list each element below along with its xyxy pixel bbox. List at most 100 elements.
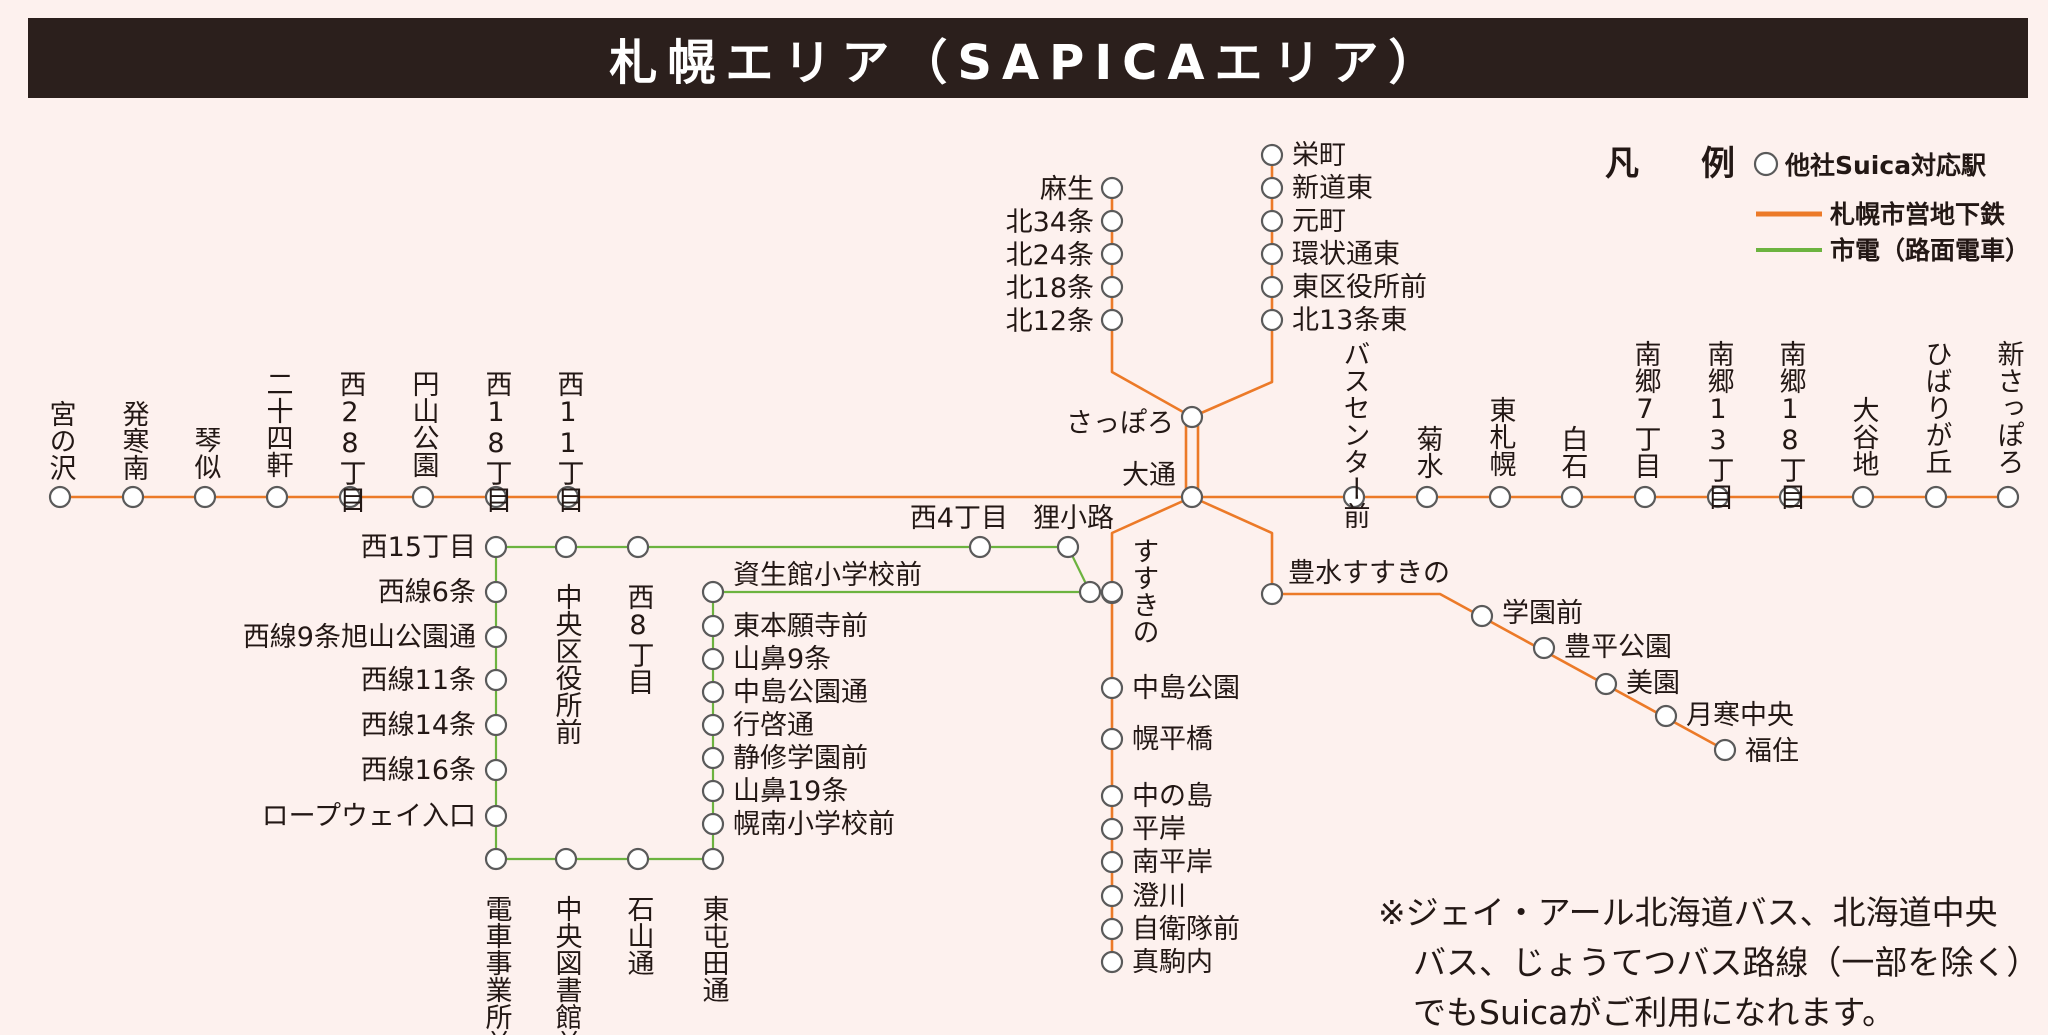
station-marker-shiseikan-west [701,580,725,604]
station-label-nango13: 南郷13丁目 [1703,340,1734,510]
station-label-motomachi: 元町 [1292,206,1346,237]
station-label-yamahana19: 山鼻19条 [733,776,848,807]
station-marker-higashi-tonden [701,847,725,871]
station-marker-kita24 [1100,242,1124,266]
station-label-hosui-susukino: 豊水すすきの [1288,558,1450,589]
station-marker-gakuen-mae [1470,604,1494,628]
station-label-nishisen11: 西線11条 [361,665,476,696]
station-marker-miyanosawa [48,485,72,509]
station-label-tsukisamu-chuo: 月寒中央 [1686,700,1794,731]
station-marker-tanukikoji [1056,535,1080,559]
toho-line-north [1191,155,1274,419]
station-marker-seishu-gakuen [701,746,725,770]
station-label-nishi18: 西18丁目 [481,370,512,513]
station-marker-nishisen6 [484,580,508,604]
station-label-chuo-toshokan: 中央図書館前 [551,895,583,1035]
station-marker-kanjo-dori [1260,242,1284,266]
station-marker-kita34 [1100,209,1124,233]
station-label-jieitai-mae: 自衛隊前 [1132,914,1240,945]
station-marker-kita12 [1100,308,1124,332]
page-title: 札幌エリア（SAPICAエリア） [28,18,2028,98]
station-marker-makomanai [1100,950,1124,974]
station-marker-nakajima-koen-dori [701,680,725,704]
station-marker-horohira-bashi [1100,727,1124,751]
station-marker-asabu [1100,176,1124,200]
legend-heading: 凡 例 [1605,144,1749,184]
station-label-kita18: 北18条 [1006,273,1094,304]
station-marker-hosui-susukino [1260,582,1284,606]
legend-tram-label: 市電（路面電車） [1830,236,2030,265]
footnote-line-1: ※ジェイ・アール北海道バス、北海道中央 [1378,893,1998,932]
station-label-gyokei-dori: 行啓通 [733,710,814,741]
station-label-susukino: すすきの [1128,537,1159,645]
station-marker-nijuyonken [265,485,289,509]
station-marker-kita13-higashi [1260,308,1284,332]
station-marker-hiragishi [1100,817,1124,841]
station-label-kita34: 北34条 [1006,207,1094,238]
namboku-line-north [1110,188,1193,419]
station-marker-shin-sapporo [1996,485,2020,509]
station-marker-nishisen16 [484,758,508,782]
station-label-hassamu-minami: 発寒南 [118,400,150,481]
station-label-ishiyama-dori: 石山通 [623,895,655,976]
station-marker-odori [1180,485,1204,509]
station-marker-oyachi [1851,485,1875,509]
station-marker-nango18 [1778,485,1802,509]
station-label-makomanai: 真駒内 [1132,947,1213,978]
station-label-odori: 大通 [1122,460,1176,491]
station-marker-misono [1594,672,1618,696]
station-label-maruyama: 円山公園 [408,370,439,478]
station-marker-horonan [701,812,725,836]
station-label-densha-jigyosho: 電車事業所前 [481,895,513,1035]
station-marker-fukuzumi [1713,738,1737,762]
station-label-tanukikoji: 狸小路 [1033,503,1114,534]
station-label-nishi28: 西28丁目 [335,370,366,513]
station-marker-nishi18 [484,485,508,509]
station-label-kita12: 北12条 [1006,306,1094,337]
station-marker-hassamu-minami [121,485,145,509]
legend-station-label: 他社Suica対応駅 [1784,151,1986,180]
station-marker-maruyama [411,485,435,509]
station-label-kita24: 北24条 [1006,240,1094,271]
station-label-nishisen16: 西線16条 [361,755,476,786]
station-label-gakuen-mae: 学園前 [1502,598,1583,629]
station-label-toyohira-koen: 豊平公園 [1564,632,1672,663]
station-label-minami-hiragishi: 南平岸 [1132,847,1213,878]
station-label-bus-center: バスセンター前 [1339,340,1370,529]
station-label-oyachi: 大谷地 [1848,396,1880,477]
station-label-horonan: 幌南小学校前 [733,809,895,840]
station-marker-ishiyama-dori [626,847,650,871]
station-marker-toyohira-koen [1532,636,1556,660]
station-label-nishisen9: 西線9条旭山公園通 [243,622,476,653]
station-marker-sumikawa [1100,884,1124,908]
station-label-higashi-tonden: 東屯田通 [698,895,729,1003]
station-label-shindo-higashi: 新道東 [1292,173,1373,204]
station-marker-shindo-higashi [1260,176,1284,200]
footnote-line-2: バス、じょうてつバス路線（一部を除く） [1413,943,2039,982]
footnote-line-3: でもSuicaがご利用になれます。 [1413,993,1895,1032]
station-marker-susukino-tram [1100,580,1124,604]
station-marker-jieitai-mae [1100,917,1124,941]
station-label-sakaemachi: 栄町 [1292,140,1346,171]
station-label-hibarigaoka: ひばりが丘 [1921,340,1952,475]
station-label-nango18: 南郷18丁目 [1775,340,1806,510]
station-label-seishu-gakuen: 静修学園前 [733,743,868,774]
station-label-kanjo-dori: 環状通東 [1292,239,1400,270]
station-marker-sakaemachi [1260,143,1284,167]
station-marker-nakanoshima [1100,784,1124,808]
station-marker-densha-jigyosho [484,847,508,871]
station-marker-nishi11 [556,485,580,509]
legend-station-icon [1753,151,1779,177]
station-label-higashi-sapporo: 東札幌 [1485,396,1517,477]
station-label-fukuzumi: 福住 [1745,736,1799,767]
station-label-nishisen14: 西線14条 [361,710,476,741]
station-label-nishi8: 西8丁目 [623,583,654,695]
station-label-nijuyonken: 二十四軒 [262,370,293,478]
station-label-sapporo: さっぽろ [1066,408,1174,439]
legend: 凡 例 他社Suica対応駅 札幌市営地下鉄 市電（路面電車） [1605,144,2030,265]
station-label-yamahana9: 山鼻9条 [733,644,831,675]
station-marker-motomachi [1260,209,1284,233]
station-labels: 宮の沢発寒南琴似二十四軒西28丁目円山公園西18丁目西11丁目大通バスセンター前… [45,140,2024,1035]
station-label-misono: 美園 [1626,668,1680,699]
